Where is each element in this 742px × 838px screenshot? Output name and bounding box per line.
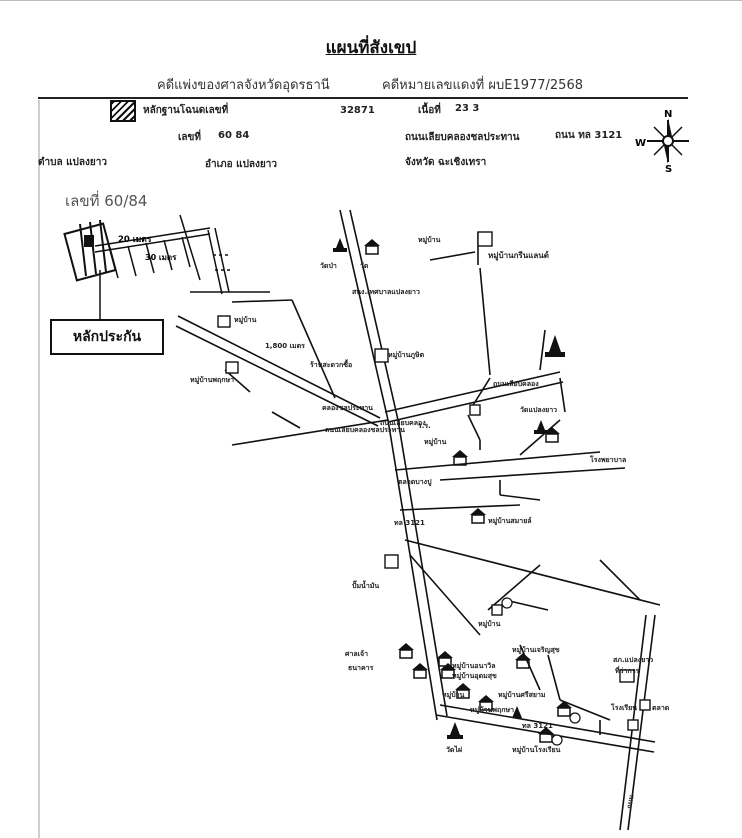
house-icons [364, 239, 572, 743]
header-rule [38, 97, 688, 99]
court-label: คดีแพ่งของศาลจังหวัดอุดรธานี [157, 78, 330, 93]
label-bank: ธนาคาร [348, 664, 374, 672]
amphoe-label: อำเภอ แปลงยาว [205, 159, 278, 170]
land-no-value: 60 84 [218, 130, 250, 141]
compass-icon: N S W [635, 109, 689, 175]
label-wat-pa: วัดป่า [320, 262, 337, 270]
lot-number: เลขที่ 60/84 [65, 192, 148, 210]
label-market: ตลาดบางปู [398, 478, 432, 487]
label-wat-right: วัดแปลงยาว [520, 406, 557, 414]
province-label: จังหวัด ฉะเชิงเทรา [405, 157, 487, 168]
canal-road [231, 329, 626, 511]
label-market2: ตลาด [652, 704, 670, 712]
south-roads [404, 539, 661, 831]
compass-s: S [665, 164, 672, 175]
label-village-f: หมู่บ้านพฤกษา [470, 705, 514, 715]
label-market-left: ร้านสะดวกซื้อ [310, 358, 352, 369]
label-office: ที่ว่าการ [615, 665, 640, 675]
label-village-c: หมู่บ้านเจริญสุข [512, 645, 560, 655]
compass-n: N [664, 109, 672, 120]
label-village-low-right: หมู่บ้าน [478, 619, 501, 629]
label-wat: วัด [360, 262, 369, 270]
label-village-a: หมู่บ้านอนาวิล [452, 661, 496, 671]
area-value: 23 3 [455, 103, 480, 114]
label-road-bottom: ทล 3121 [522, 722, 553, 730]
label-wat-bottom: วัดไผ่ [446, 745, 462, 754]
label-canal-road3: คลองชลประทาน [322, 404, 373, 412]
map-buildings [217, 231, 651, 731]
label-canal-road2: ถนนเลียบคลอง [380, 419, 426, 427]
legend-hatch-swatch [110, 100, 136, 122]
label-village-left: หมู่บ้านพฤกษา [190, 375, 234, 385]
page-title: แผนที่สังเขป [325, 38, 417, 58]
label-village-mid: หมู่บ้านสมายล์ [488, 516, 532, 526]
land-no-label: เลขที่ [178, 132, 201, 143]
north-roads [429, 232, 491, 450]
place-labels: วัดป่า วัด หมู่บ้าน หมู่บ้านกรีนแลนด์ สน… [190, 235, 670, 809]
label-village-e: หมู่บ้าน [442, 690, 465, 700]
label-village-center: หมู่บ้านภูษิต [388, 350, 425, 360]
label-police: สภ.แปลงยาว [613, 656, 653, 664]
label-village-d: หมู่บ้านศรีสยาม [498, 690, 546, 700]
label-shrine: ศาลเจ้า [345, 649, 368, 658]
label-school: ร.ร. [418, 422, 431, 430]
case-number: คดีหมายเลขแดงที่ ผบE1977/2568 [382, 78, 583, 93]
page-left-edge [38, 100, 40, 838]
circle-markers [501, 597, 581, 746]
distance-20m: 20 เมตร [118, 235, 152, 245]
collateral-label-box: หลักประกัน [50, 319, 164, 355]
deed-label: หลักฐานโฉนดเลขที่ [143, 105, 229, 116]
label-petrol: ปั๊มน้ำมัน [352, 579, 379, 590]
label-village-left-top: หมู่บ้าน [234, 315, 257, 325]
label-village-bottom: หมู่บ้านโรงเรียน [512, 745, 561, 755]
parcel-streets [94, 214, 270, 295]
main-highway [339, 209, 448, 721]
label-distance-1800: 1,800 เมตร [265, 342, 305, 350]
label-village-green: หมู่บ้านกรีนแลนด์ [488, 250, 549, 261]
label-municipality: สนง.เทศบาลแปลงยาว [352, 288, 420, 296]
label-highway-2: ทล 3121 [394, 519, 425, 527]
label-hospital: โรงพยาบาล [589, 455, 626, 464]
label-village-b: หมู่บ้านอุดมสุข [452, 671, 497, 681]
label-canal-road1: ถนนเลียบคลอง [493, 380, 539, 388]
diagonal-road [175, 299, 381, 429]
subject-parcel [63, 219, 117, 282]
label-school2: โรงเรียน [610, 703, 637, 712]
distance-30m: 30 เมตร [145, 253, 177, 262]
label-canal-road4: ถนนเลียบคลองชลประทาน [325, 426, 405, 434]
tambon-label: ตำบล แปลงยาว [38, 157, 107, 168]
label-village-top: หมู่บ้าน [418, 235, 441, 245]
road-value: เลียบคลองชลประทาน [425, 132, 520, 143]
compass-w: W [635, 138, 646, 149]
deed-number: 32871 [340, 105, 375, 116]
area-label: เนื้อที่ [418, 105, 441, 116]
label-road-right-bottom: ถนน [625, 794, 635, 809]
road-label: ถนน [405, 132, 425, 143]
page-top-edge [0, 0, 742, 1]
highway-label: ถนน ทล 3121 [555, 130, 623, 141]
label-village-right-mid: หมู่บ้าน [424, 437, 447, 447]
temple-icons [333, 238, 565, 739]
